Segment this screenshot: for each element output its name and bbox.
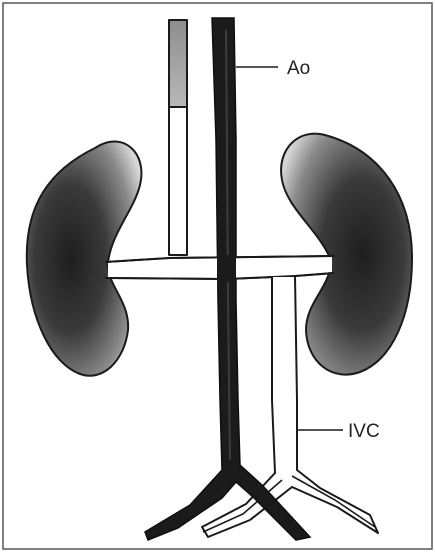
left-kidney — [27, 142, 142, 376]
aorta-crossing — [217, 255, 236, 282]
upper-stub-shading — [170, 21, 186, 107]
right-kidney — [281, 134, 412, 375]
aorta-label: Ao — [287, 58, 310, 79]
ivc-label: IVC — [348, 421, 380, 442]
